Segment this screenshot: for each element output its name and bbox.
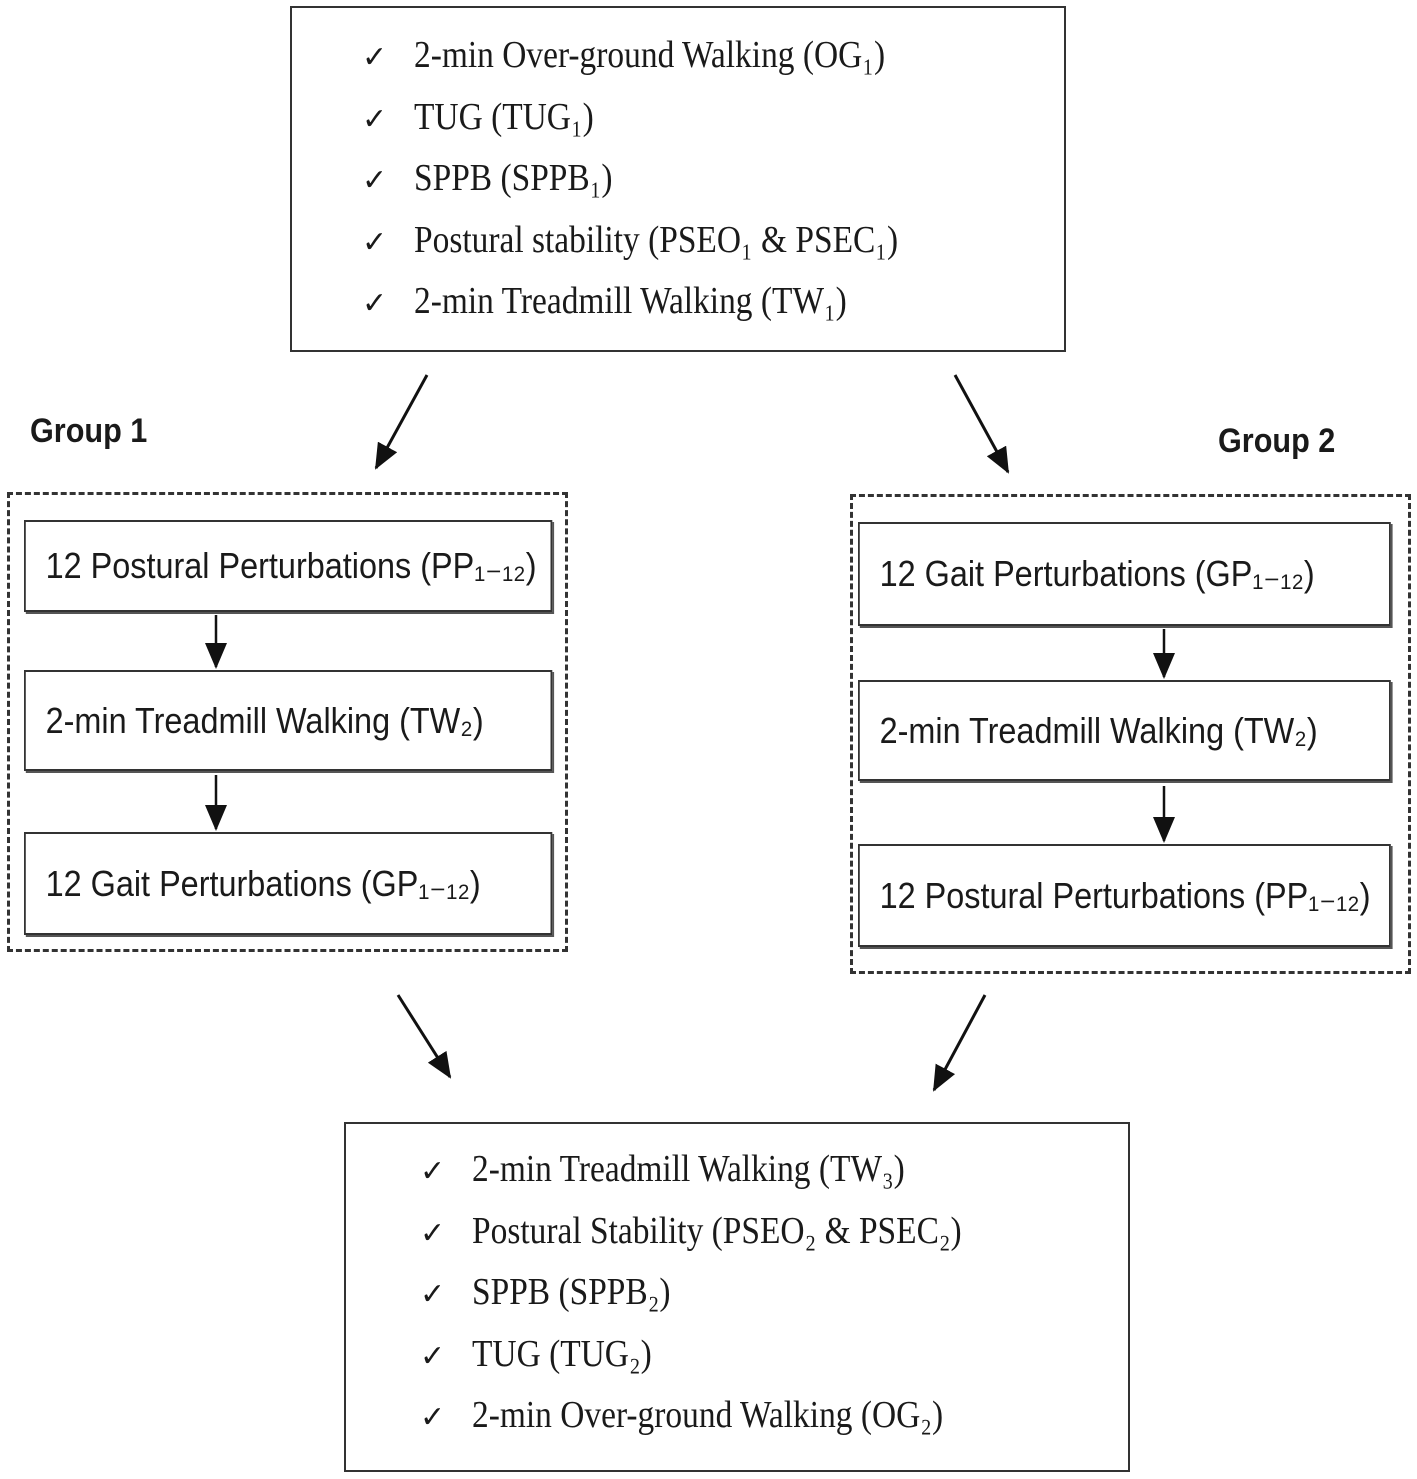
- group1-step-2: 2-min Treadmill Walking (TW₂): [24, 670, 553, 771]
- post-test-item: ✓TUG (TUG₂): [420, 1325, 1028, 1387]
- check-icon: ✓: [362, 101, 388, 137]
- post-tests-box: [344, 1122, 1130, 1472]
- group1-step-3: 12 Gait Perturbations (GP₁₋₁₂): [24, 832, 553, 935]
- group1-label: Group 1: [30, 412, 148, 450]
- post-test-item: ✓Postural Stability (PSEO₂ & PSEC₂): [420, 1202, 1028, 1264]
- check-icon: ✓: [362, 286, 388, 321]
- post-test-item: ✓2-min Treadmill Walking (TW₃): [420, 1140, 1028, 1202]
- baseline-test-item: ✓SPPB (SPPB₁): [362, 149, 964, 211]
- group2-label: Group 2: [1218, 422, 1336, 460]
- group2-step-2: 2-min Treadmill Walking (TW₂): [858, 680, 1391, 781]
- group1-container: [7, 492, 568, 952]
- baseline-test-item: ✓2-min Over-ground Walking (OG₁): [362, 26, 964, 88]
- group2-step-1: 12 Gait Perturbations (GP₁₋₁₂): [858, 522, 1391, 626]
- arrow-to-group1: [374, 374, 429, 470]
- post-test-item: ✓2-min Over-ground Walking (OG₂): [420, 1386, 1028, 1448]
- baseline-test-item: ✓2-min Treadmill Walking (TW₁): [362, 272, 964, 334]
- check-icon: ✓: [420, 1154, 446, 1189]
- check-icon: ✓: [362, 224, 388, 260]
- check-icon: ✓: [420, 1215, 446, 1251]
- check-icon: ✓: [362, 163, 388, 198]
- check-icon: ✓: [420, 1277, 446, 1312]
- post-test-item: ✓SPPB (SPPB₂): [420, 1263, 1028, 1325]
- baseline-tests-box: [290, 6, 1066, 352]
- baseline-test-item: ✓TUG (TUG₁): [362, 88, 964, 150]
- check-icon: ✓: [420, 1338, 446, 1374]
- group2-step-3: 12 Postural Perturbations (PP₁₋₁₂): [858, 844, 1391, 947]
- baseline-tests-list: ✓2-min Over-ground Walking (OG₁) ✓TUG (T…: [362, 26, 964, 334]
- arrow-group2-to-post: [932, 994, 987, 1092]
- arrow-to-group2: [953, 374, 1010, 474]
- post-tests-list: ✓2-min Treadmill Walking (TW₃) ✓Postural…: [420, 1140, 1028, 1448]
- group1-step-1: 12 Postural Perturbations (PP₁₋₁₂): [24, 520, 553, 612]
- arrow-group1-to-post: [396, 994, 452, 1079]
- check-icon: ✓: [362, 40, 388, 75]
- baseline-test-item: ✓Postural stability (PSEO₁ & PSEC₁): [362, 211, 964, 273]
- check-icon: ✓: [420, 1400, 446, 1435]
- group2-container: [850, 494, 1411, 974]
